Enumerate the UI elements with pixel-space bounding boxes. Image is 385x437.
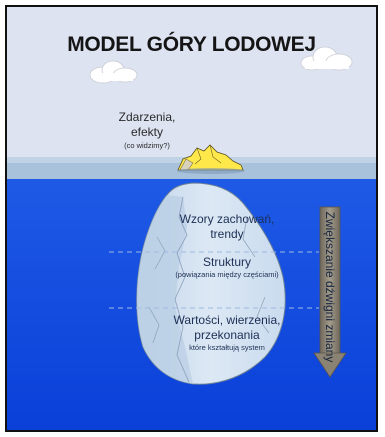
down-arrow-icon: [313, 206, 347, 378]
level-structures: Struktury (powiązania między częściami): [157, 255, 297, 280]
cloud-icon: [300, 46, 353, 71]
level-patterns: Wzory zachowań, trendy: [157, 212, 297, 242]
above-water-label-line2: efekty: [130, 125, 163, 139]
iceberg-underwater: [136, 182, 286, 385]
iceberg-icon: [177, 144, 245, 174]
level-mental-models: Wartości, wierzenia, przekonania które k…: [157, 313, 297, 353]
level-structures-sub: (powiązania między częściami): [175, 270, 279, 279]
above-water-sublabel: (co widzimy?): [124, 141, 170, 150]
sky: [7, 7, 376, 157]
level-mental-models-line2: przekonania: [194, 328, 260, 342]
leverage-arrow-label: Zwiększanie dźwigni zmiany: [320, 207, 340, 367]
above-water-label: Zdarzenia, efekty (co widzimy?): [107, 110, 187, 151]
level-structures-line1: Struktury: [202, 255, 251, 269]
page-title: MODEL GÓRY LODOWEJ: [67, 33, 316, 56]
iceberg-diagram: MODEL GÓRY LODOWEJ Zdarzenia, efekty (co…: [5, 5, 378, 432]
above-water-label-line1: Zdarzenia,: [118, 110, 176, 124]
level-mental-models-line1: Wartości, wierzenia,: [173, 313, 281, 327]
cloud-icon: [89, 60, 138, 84]
leverage-arrow-text: Zwiększanie dźwigni zmiany: [323, 211, 337, 363]
level-patterns-line1: Wzory zachowań,: [179, 212, 275, 226]
level-mental-models-sub: które kształtują system: [189, 343, 265, 352]
level-patterns-line2: trendy: [210, 227, 244, 241]
iceberg-illustration: [7, 7, 376, 430]
